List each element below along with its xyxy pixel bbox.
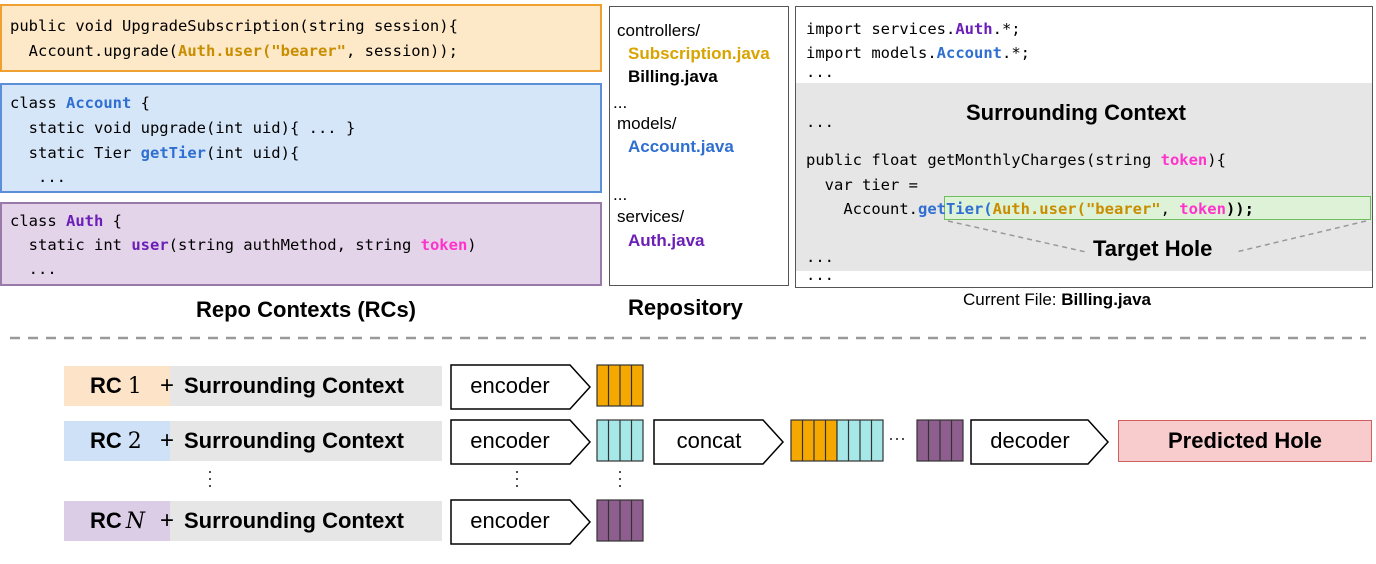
rc-account-snippet: class Account { static void upgrade(int … (0, 83, 602, 193)
concatenated-embeddings (790, 419, 884, 462)
rc-vertical-ellipsis: ··· (207, 461, 213, 495)
rc1-label-bg (64, 366, 170, 406)
surrounding-context-label: Surrounding Context (966, 100, 1186, 125)
rcn-plus: + (160, 507, 175, 534)
target-hole-box (944, 196, 1371, 220)
rc2-context-bg (170, 421, 442, 461)
predicted-hole: Predicted Hole (1118, 420, 1372, 462)
repository-tree: controllers/ Subscription.java Billing.j… (609, 6, 789, 286)
tree-ellipsis-1: ... (613, 93, 628, 112)
rc-auth-line3: ... (10, 260, 57, 278)
embedding-rc1 (596, 364, 644, 407)
rc2-label-bg (64, 421, 170, 461)
file-billing: Billing.java (628, 67, 718, 86)
ellipsis-bottom-2: ... (806, 266, 834, 284)
rcn-label-bg (64, 501, 170, 541)
rc-auth-snippet: class Auth { static int user(string auth… (0, 202, 602, 286)
dir-controllers: controllers/ (617, 21, 701, 40)
target-hole-pointer-lines (947, 220, 1367, 253)
import-auth-line: import services.Auth.*; (806, 20, 1021, 38)
rc-account-line4: ... (10, 168, 66, 186)
file-auth: Auth.java (628, 231, 705, 250)
concat-ellipsis: ··· (888, 428, 906, 448)
dir-services: services/ (617, 207, 685, 226)
ellipsis-bottom-1: ... (806, 248, 834, 266)
embedding-vertical-ellipsis: ··· (617, 461, 623, 495)
rc-upgrade-line1: public void UpgradeSubscription(string s… (10, 17, 458, 35)
rc2-surrounding-context: Surrounding Context (184, 428, 404, 453)
surrounding-context-region (796, 83, 1372, 271)
import-account-line: import models.Account.*; (806, 44, 1030, 62)
rc-account-line2: static void upgrade(int uid){ ... } (10, 119, 356, 137)
rcn-surrounding-context: Surrounding Context (184, 508, 404, 533)
ellipsis-top: ... (806, 63, 834, 81)
embedding-rc2 (596, 419, 644, 462)
section-divider (10, 336, 1366, 340)
concatenated-embedding-rcn (916, 419, 964, 462)
rc-auth-line2: static int user(string authMethod, strin… (10, 236, 477, 254)
dir-models: models/ (617, 114, 677, 133)
file-account: Account.java (628, 137, 734, 156)
rc2-plus: + (160, 427, 175, 454)
rc-upgrade-line2: Account.upgrade(Auth.user("bearer", sess… (10, 42, 458, 60)
tree-ellipsis-2: ... (613, 185, 628, 204)
encoder-vertical-ellipsis: ··· (514, 461, 520, 495)
ellipsis-context: ... (806, 113, 834, 131)
file-subscription: Subscription.java (628, 44, 770, 63)
var-tier-line: var tier = (806, 176, 918, 194)
target-hole-label: Target Hole (1093, 236, 1213, 261)
rc-account-line1: class Account { (10, 94, 150, 112)
rc1-context-bg (170, 366, 442, 406)
rc-auth-line1: class Auth { (10, 212, 122, 230)
rc-upgrade-snippet: public void UpgradeSubscription(string s… (0, 4, 602, 72)
rcn-context-bg (170, 501, 442, 541)
method-signature-line: public float getMonthlyCharges(string to… (806, 151, 1226, 169)
repository-caption: Repository (628, 295, 743, 320)
account-gettier-line: Account.getTier(Auth.user("bearer", toke… (806, 200, 1254, 218)
rc1-plus: + (160, 372, 175, 399)
rc1-surrounding-context: Surrounding Context (184, 373, 404, 398)
repo-contexts-caption: Repo Contexts (RCs) (196, 297, 417, 322)
current-file-caption: Current File: Billing.java (963, 290, 1151, 309)
rc-account-line3: static Tier getTier(int uid){ (10, 144, 300, 162)
embedding-rcn (596, 499, 644, 542)
current-file-panel: import services.Auth.*; import models.Ac… (795, 6, 1373, 288)
